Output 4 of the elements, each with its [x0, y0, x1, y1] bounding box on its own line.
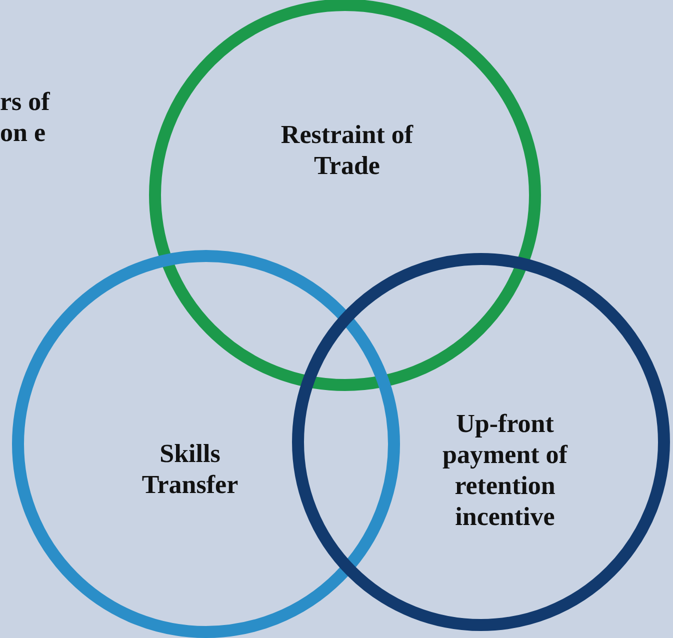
circle-label: Skills Transfer	[140, 438, 240, 500]
circle-label: Restraint of Trade	[280, 119, 414, 181]
side-note: rs of on e	[0, 86, 51, 148]
circle-label: Up-front payment of retention incentive	[442, 408, 569, 532]
